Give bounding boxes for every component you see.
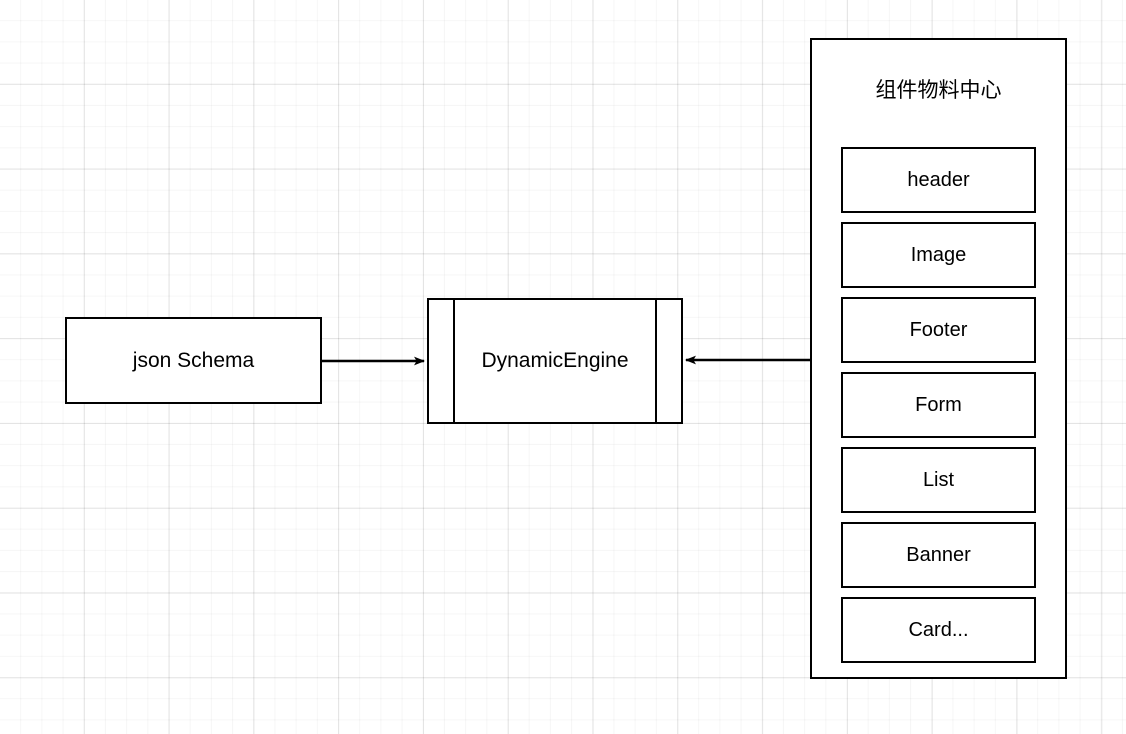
node-material-center[interactable]: 组件物料中心 header Image Footer Form List Ban… (810, 38, 1067, 679)
material-item-label: header (907, 168, 970, 191)
node-json-schema-label: json Schema (132, 348, 255, 372)
material-item-label: Form (915, 393, 962, 416)
material-item-label: Footer (909, 318, 968, 341)
material-center-item-list: header Image Footer Form List Banner Car… (841, 147, 1036, 663)
node-dynamic-engine[interactable]: DynamicEngine (427, 298, 683, 424)
material-item[interactable]: Form (841, 372, 1036, 438)
subroutine-left-bar (453, 298, 455, 424)
material-item[interactable]: header (841, 147, 1036, 213)
material-item-label: Card... (908, 618, 969, 641)
material-item[interactable]: Card... (841, 597, 1036, 663)
node-json-schema[interactable]: json Schema (65, 317, 322, 404)
material-item-label: Image (910, 243, 967, 266)
material-item[interactable]: Banner (841, 522, 1036, 588)
material-center-title: 组件物料中心 (875, 79, 1002, 102)
material-item[interactable]: List (841, 447, 1036, 513)
node-dynamic-engine-label: DynamicEngine (481, 349, 629, 373)
subroutine-right-bar (655, 298, 657, 424)
material-item[interactable]: Image (841, 222, 1036, 288)
material-item-label: Banner (906, 543, 971, 566)
material-item[interactable]: Footer (841, 297, 1036, 363)
material-item-label: List (922, 468, 955, 491)
